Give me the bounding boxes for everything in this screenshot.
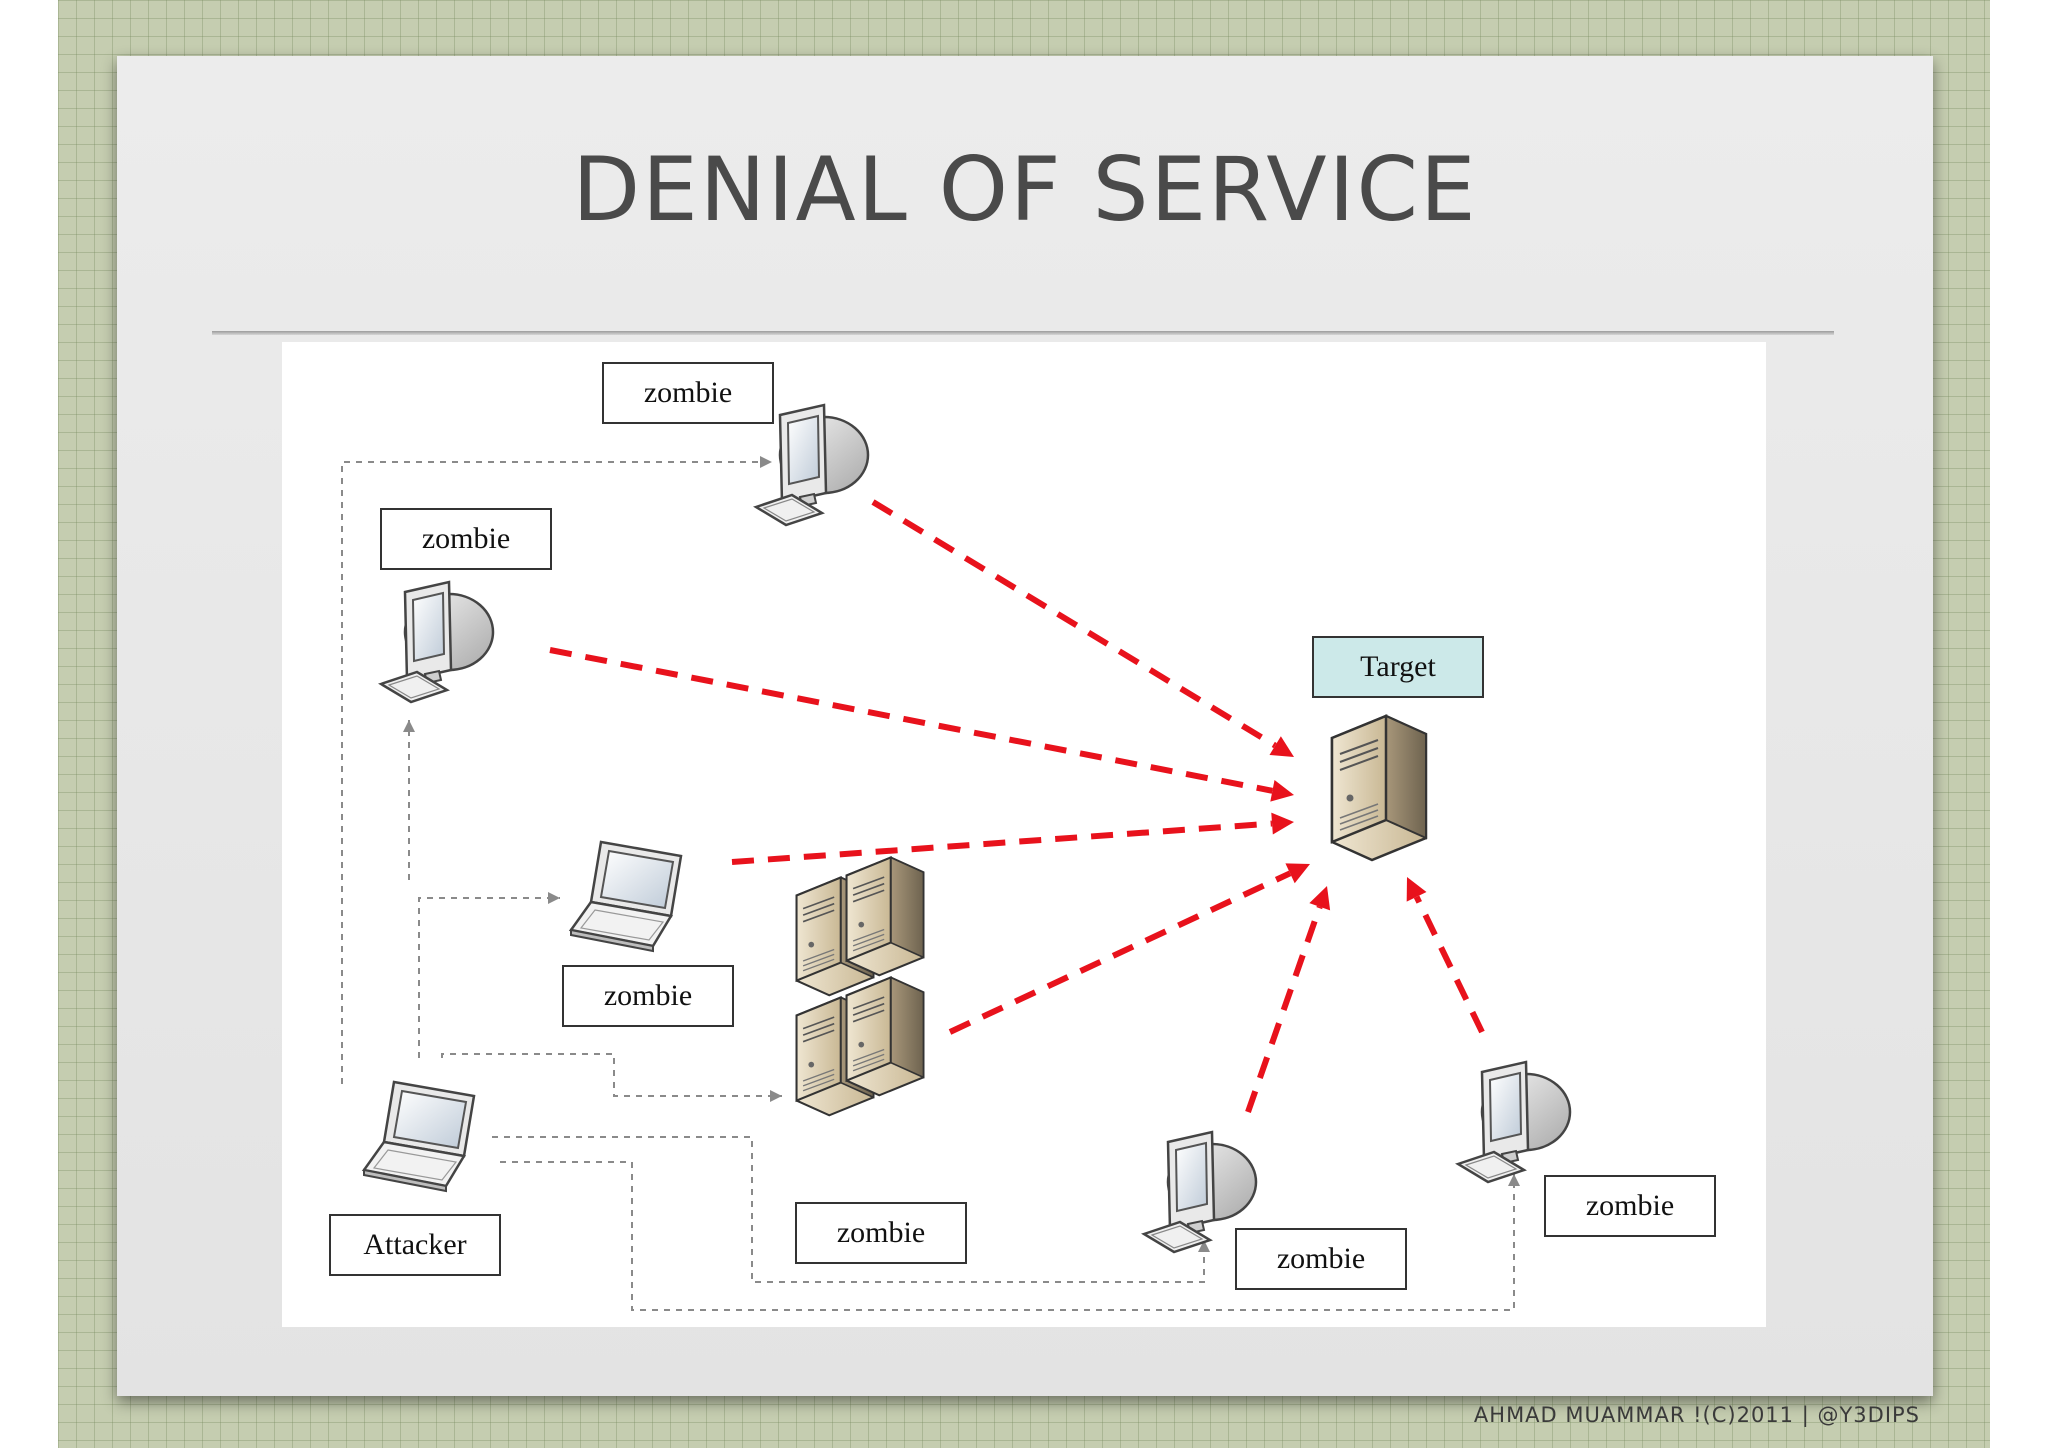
slide-footer: AHMAD MUAMMAR !(C)2011 | @Y3DIPS: [1473, 1403, 1920, 1427]
command-link-zombie-top: [341, 461, 772, 1084]
server-unit-icon: [845, 856, 925, 977]
command-link-zombie-bottom-right: [500, 1161, 1515, 1311]
slide-title: DENIAL OF SERVICE: [572, 138, 1478, 241]
attack-link-zombie-servers: [948, 870, 1292, 1035]
attack-arrowhead-zombie-bottom-right: [1406, 877, 1427, 902]
command-arrowhead-zombie-servers: [770, 1090, 782, 1102]
zombie-bottom-middle-label: zombie: [1235, 1228, 1407, 1290]
server-cluster-icon: [795, 856, 925, 1117]
laptop-icon: [362, 1080, 476, 1193]
attack-arrowhead-zombie-laptop: [1271, 812, 1294, 835]
command-arrowhead-zombie-bottom-middle: [1198, 1240, 1210, 1252]
attack-arrowhead-zombie-bottom-middle: [1309, 886, 1331, 911]
attack-arrowhead-zombie-top: [1269, 736, 1294, 757]
attacker-label: Attacker: [329, 1214, 501, 1276]
laptop-icon: [569, 840, 683, 953]
attack-link-zombie-laptop: [731, 820, 1273, 865]
attack-arrowhead-zombie-servers: [1285, 863, 1310, 884]
zombie-servers-label: zombie: [795, 1202, 967, 1264]
command-arrowhead-zombie-laptop: [548, 892, 560, 904]
attack-link-zombie-top: [871, 499, 1277, 749]
zombie-upper-left-label: zombie: [380, 508, 552, 570]
command-arrowhead-zombie-bottom-right: [1508, 1174, 1520, 1186]
server-unit-icon: [845, 976, 925, 1097]
command-link-zombie-laptop: [418, 897, 560, 1058]
command-link-zombie-bottom-middle: [492, 1136, 1205, 1283]
title-divider: [212, 331, 1834, 335]
command-link-zombie-servers: [441, 1053, 782, 1097]
attack-link-zombie-bottom-right: [1413, 895, 1485, 1034]
attack-arrowhead-zombie-upper-left: [1270, 779, 1294, 802]
zombie-bottom-right-label: zombie: [1544, 1175, 1716, 1237]
zombie-top-label: zombie: [602, 362, 774, 424]
attack-link-zombie-bottom-middle: [1245, 905, 1323, 1113]
server-tower-icon: [1330, 714, 1428, 862]
zombie-laptop-label: zombie: [562, 965, 734, 1027]
command-arrowhead-zombie-top: [760, 456, 772, 468]
attack-link-zombie-upper-left: [549, 647, 1273, 794]
ddos-diagram: zombie zombie zombie zombie zombie zombi…: [282, 342, 1766, 1327]
target-label: Target: [1312, 636, 1484, 698]
command-arrowhead-zombie-upper-left: [403, 720, 415, 732]
desktop-computer-icon: [1456, 1060, 1572, 1184]
desktop-computer-icon: [379, 580, 495, 704]
